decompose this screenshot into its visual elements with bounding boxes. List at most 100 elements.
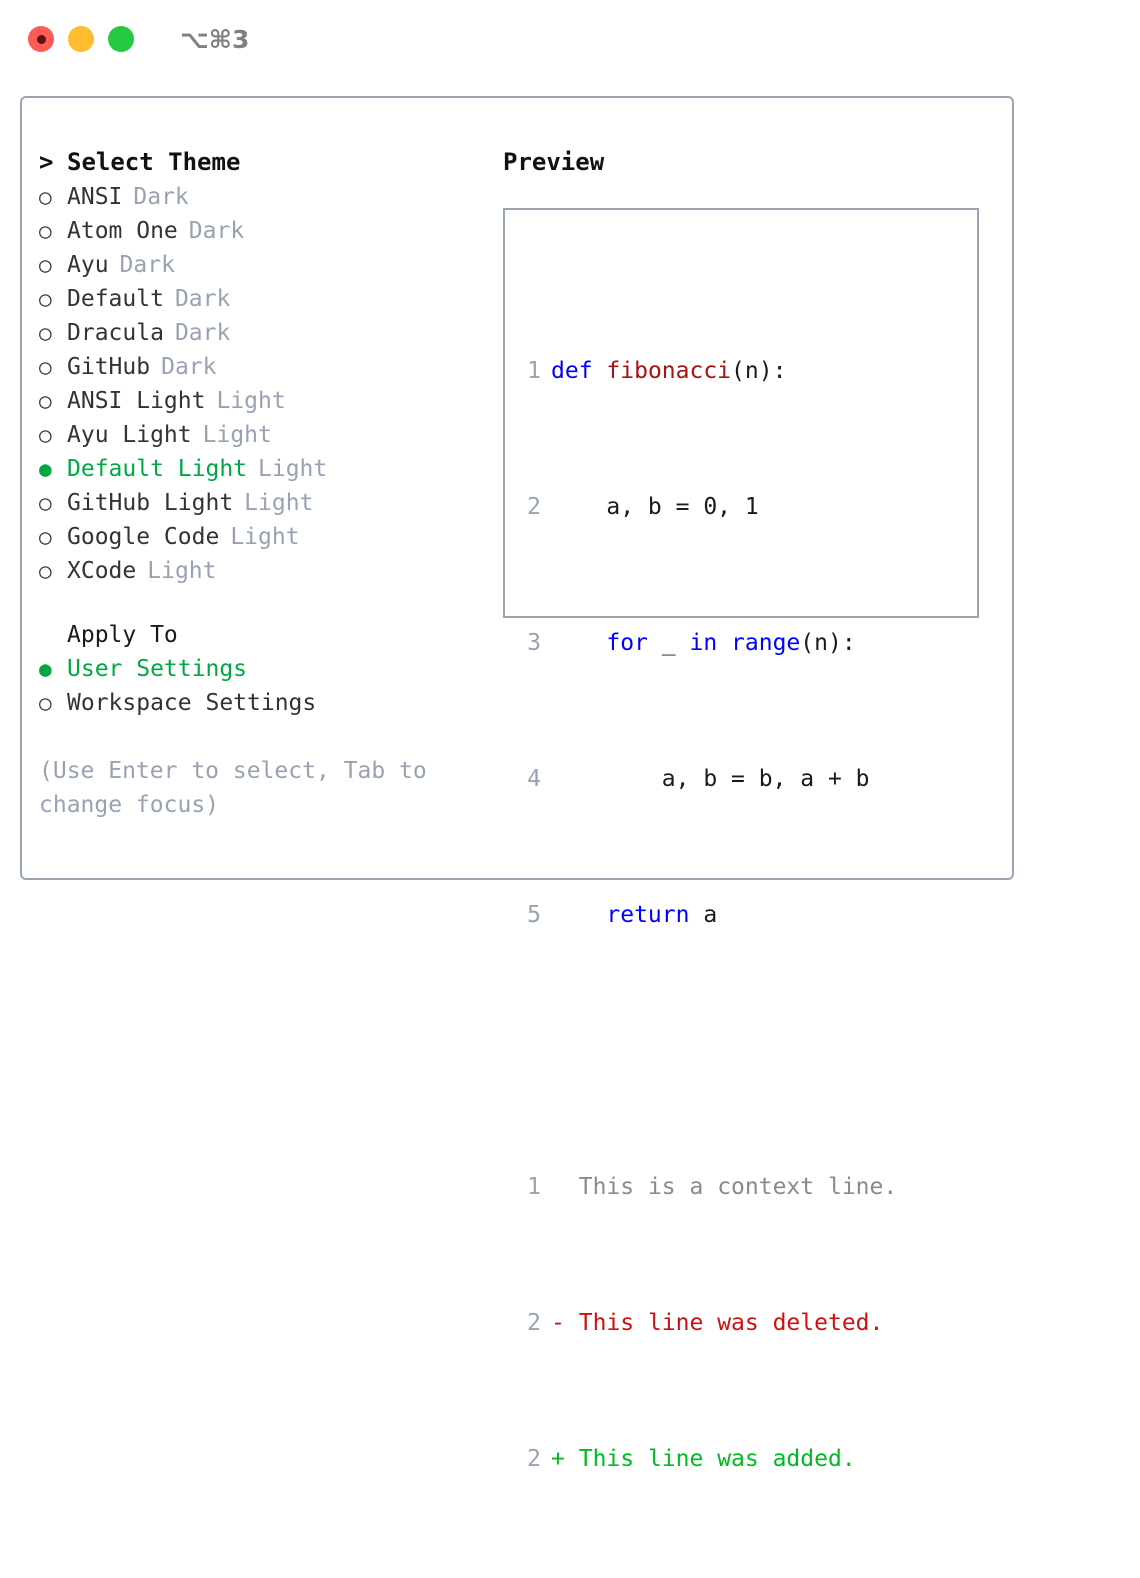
radio-unselected-icon[interactable]: ○ bbox=[39, 559, 52, 583]
line-number: 2 bbox=[527, 494, 541, 520]
theme-variant: Light bbox=[202, 422, 272, 448]
theme-name: ANSI bbox=[67, 184, 123, 210]
close-button-icon[interactable] bbox=[28, 26, 54, 52]
code-line: 2 a, b = 0, 1 bbox=[519, 490, 897, 524]
code-text: def fibonacci(n): bbox=[551, 354, 786, 388]
keyboard-hint-text: (Use Enter to select, Tab to change focu… bbox=[39, 758, 441, 818]
theme-option-default-light[interactable]: ● Default Light Light bbox=[39, 456, 479, 490]
theme-option-github-dark[interactable]: ○ GitHub Dark bbox=[39, 354, 479, 388]
theme-name: GitHub bbox=[67, 354, 151, 380]
theme-option-github-light[interactable]: ○ GitHub Light Light bbox=[39, 490, 479, 524]
code-token-plain: (n): bbox=[800, 630, 856, 656]
diff-content: This is a context line. bbox=[578, 1174, 898, 1200]
code-text: for _ in range(n): bbox=[551, 626, 856, 660]
diff-content: This line was deleted. bbox=[578, 1310, 884, 1336]
apply-to-label: Workspace Settings bbox=[67, 690, 317, 716]
theme-variant: Light bbox=[258, 456, 328, 482]
theme-variant: Light bbox=[216, 388, 286, 414]
line-number: 4 bbox=[527, 766, 541, 792]
code-token-keyword: for bbox=[606, 630, 648, 656]
code-token-plain bbox=[593, 358, 607, 384]
line-number: 2 bbox=[527, 1446, 541, 1472]
theme-variant: Light bbox=[147, 558, 217, 584]
heading-indent-spacer bbox=[39, 623, 67, 647]
theme-option-atom-one-dark[interactable]: ○ Atom One Dark bbox=[39, 218, 479, 252]
code-token-keyword: def bbox=[551, 358, 593, 384]
radio-unselected-icon[interactable]: ○ bbox=[39, 253, 52, 277]
theme-option-ansi-dark[interactable]: ○ ANSI Dark bbox=[39, 184, 479, 218]
theme-variant: Light bbox=[244, 490, 314, 516]
preview-box: 1 def fibonacci(n): 2 a, b = 0, 1 3 for … bbox=[503, 208, 979, 1472]
maximize-button-icon[interactable] bbox=[108, 26, 134, 52]
theme-option-google-code[interactable]: ○ Google Code Light bbox=[39, 524, 479, 558]
theme-variant: Dark bbox=[133, 184, 189, 210]
theme-option-ayu-light[interactable]: ○ Ayu Light Light bbox=[39, 422, 479, 456]
diff-line-deleted: 2 - This line was deleted. bbox=[519, 1306, 897, 1340]
apply-to-heading: Apply To bbox=[39, 622, 479, 656]
radio-unselected-icon[interactable]: ○ bbox=[39, 355, 52, 379]
theme-name: Atom One bbox=[67, 218, 178, 244]
theme-variant: Light bbox=[230, 524, 300, 550]
theme-option-ansi-light[interactable]: ○ ANSI Light Light bbox=[39, 388, 479, 422]
theme-variant: Dark bbox=[161, 354, 217, 380]
diff-text: + This line was added. bbox=[551, 1442, 856, 1476]
radio-selected-icon[interactable]: ● bbox=[39, 657, 52, 681]
code-text: return a bbox=[551, 898, 717, 932]
theme-variant: Dark bbox=[188, 218, 245, 244]
minimize-button-icon[interactable] bbox=[68, 26, 94, 52]
title-bar: ⌥⌘3 bbox=[0, 0, 1140, 78]
preview-column: Preview 1 def fibonacci(n): 2 a, b = 0, … bbox=[503, 148, 993, 1472]
theme-name: Google Code bbox=[67, 524, 220, 550]
theme-option-default-dark[interactable]: ○ Default Dark bbox=[39, 286, 479, 320]
apply-to-title: Apply To bbox=[67, 622, 178, 648]
code-token-plain: _ bbox=[647, 630, 690, 656]
diff-sign bbox=[551, 1174, 565, 1200]
main-panel: > Select Theme ○ ANSI Dark ○ Atom One Da… bbox=[20, 96, 1014, 1472]
radio-unselected-icon[interactable]: ○ bbox=[39, 491, 52, 515]
code-line: 4 a, b = b, a + b bbox=[519, 762, 897, 796]
code-token-plain bbox=[551, 902, 606, 928]
code-text: a, b = 0, 1 bbox=[551, 490, 758, 524]
theme-name: Dracula bbox=[67, 320, 164, 346]
theme-name: Default Light bbox=[67, 456, 248, 482]
apply-to-user-settings[interactable]: ● User Settings bbox=[39, 656, 479, 690]
diff-text: This is a context line. bbox=[551, 1170, 898, 1204]
code-line: 3 for _ in range(n): bbox=[519, 626, 897, 660]
radio-selected-icon[interactable]: ● bbox=[39, 457, 52, 481]
theme-option-ayu-dark[interactable]: ○ Ayu Dark bbox=[39, 252, 479, 286]
page-title: Select Theme bbox=[67, 148, 241, 176]
radio-unselected-icon[interactable]: ○ bbox=[39, 185, 52, 209]
theme-picker-column: > Select Theme ○ ANSI Dark ○ Atom One Da… bbox=[39, 148, 479, 822]
line-number: 1 bbox=[527, 1174, 541, 1200]
theme-variant: Dark bbox=[174, 286, 231, 312]
code-token-keyword: in bbox=[689, 630, 718, 656]
code-token-plain bbox=[551, 630, 606, 656]
code-token-plain: a bbox=[689, 902, 718, 928]
radio-unselected-icon[interactable]: ○ bbox=[39, 389, 52, 413]
code-diff-separator bbox=[519, 1034, 897, 1068]
radio-unselected-icon[interactable]: ○ bbox=[39, 525, 52, 549]
preview-title: Preview bbox=[503, 148, 605, 176]
radio-unselected-icon[interactable]: ○ bbox=[39, 321, 52, 345]
diff-text: - This line was deleted. bbox=[551, 1306, 883, 1340]
radio-unselected-icon[interactable]: ○ bbox=[39, 691, 52, 715]
diff-sign: - bbox=[551, 1310, 565, 1336]
code-line: 5 return a bbox=[519, 898, 897, 932]
apply-to-workspace-settings[interactable]: ○ Workspace Settings bbox=[39, 690, 479, 724]
diff-line-context: 1 This is a context line. bbox=[519, 1170, 897, 1204]
radio-unselected-icon[interactable]: ○ bbox=[39, 287, 52, 311]
theme-name: XCode bbox=[67, 558, 137, 584]
radio-unselected-icon[interactable]: ○ bbox=[39, 219, 52, 243]
radio-unselected-icon[interactable]: ○ bbox=[39, 423, 52, 447]
theme-name: Ayu bbox=[67, 252, 109, 278]
app-window: ⌥⌘3 > Select Theme ○ ANSI Dark ○ Atom On… bbox=[0, 0, 1140, 1472]
line-number: 3 bbox=[527, 630, 541, 656]
theme-option-xcode[interactable]: ○ XCode Light bbox=[39, 558, 479, 592]
code-preview: 1 def fibonacci(n): 2 a, b = 0, 1 3 for … bbox=[519, 252, 897, 1578]
theme-option-dracula-dark[interactable]: ○ Dracula Dark bbox=[39, 320, 479, 354]
theme-picker-header: > Select Theme bbox=[39, 148, 479, 184]
code-line: 1 def fibonacci(n): bbox=[519, 354, 897, 388]
line-number: 2 bbox=[527, 1310, 541, 1336]
theme-name: ANSI Light bbox=[67, 388, 206, 414]
section-spacer bbox=[39, 592, 479, 622]
